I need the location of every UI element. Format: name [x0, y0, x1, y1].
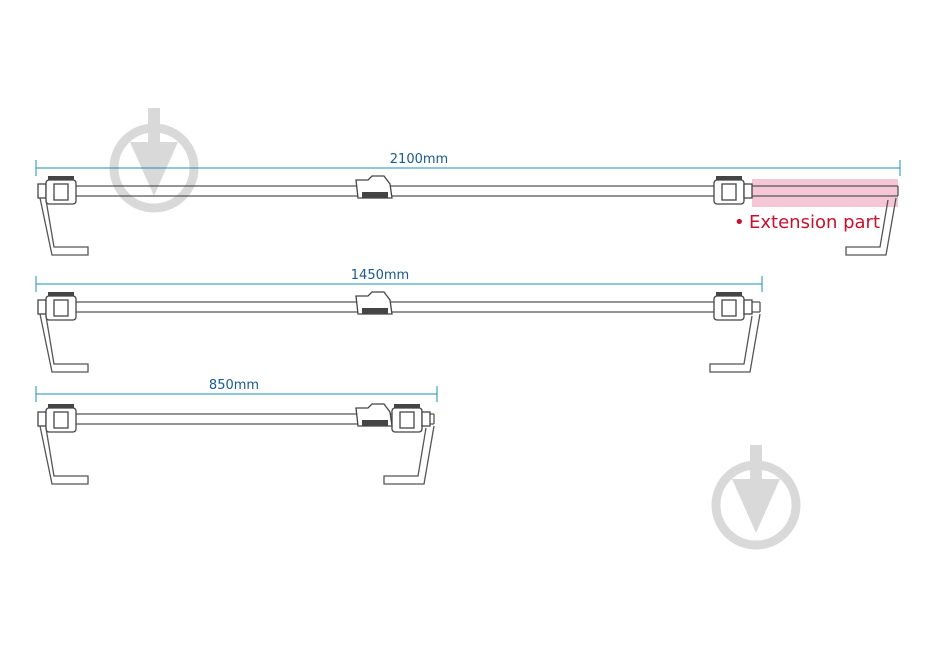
left-end-cap: [37, 404, 89, 485]
dimension-label-850: 850mm: [209, 378, 259, 393]
bar-tube-2100: [40, 185, 899, 197]
dimension-line-1450: 1450mm: [35, 268, 763, 292]
extension-callout: • Extension part: [734, 212, 880, 233]
right-clamp: [391, 404, 431, 433]
watermark-logo-bottom: [711, 445, 801, 550]
right-clamp: [713, 176, 753, 205]
dimension-label-1450: 1450mm: [351, 268, 409, 283]
extension-label: Extension part: [749, 212, 880, 233]
left-end-cap: [37, 176, 89, 256]
extension-bullet: •: [734, 212, 745, 233]
watermark-logo-top: [109, 108, 199, 213]
left-end-cap: [37, 292, 89, 373]
right-clamp: [713, 292, 753, 321]
bar-row-1450: 1450mm: [35, 268, 763, 373]
dimension-label-2100: 2100mm: [390, 152, 448, 167]
extension-highlight: [752, 179, 898, 207]
bar-row-850: 850mm: [35, 378, 438, 485]
dimension-line-850: 850mm: [35, 378, 438, 402]
middle-clamp: [355, 175, 393, 199]
middle-clamp: [355, 291, 393, 315]
dimension-line-2100: 2100mm: [35, 152, 901, 176]
middle-clamp: [355, 403, 393, 427]
bar-row-2100: 2100mm • Extens: [35, 152, 901, 256]
bar-tube-1450: [40, 301, 761, 313]
